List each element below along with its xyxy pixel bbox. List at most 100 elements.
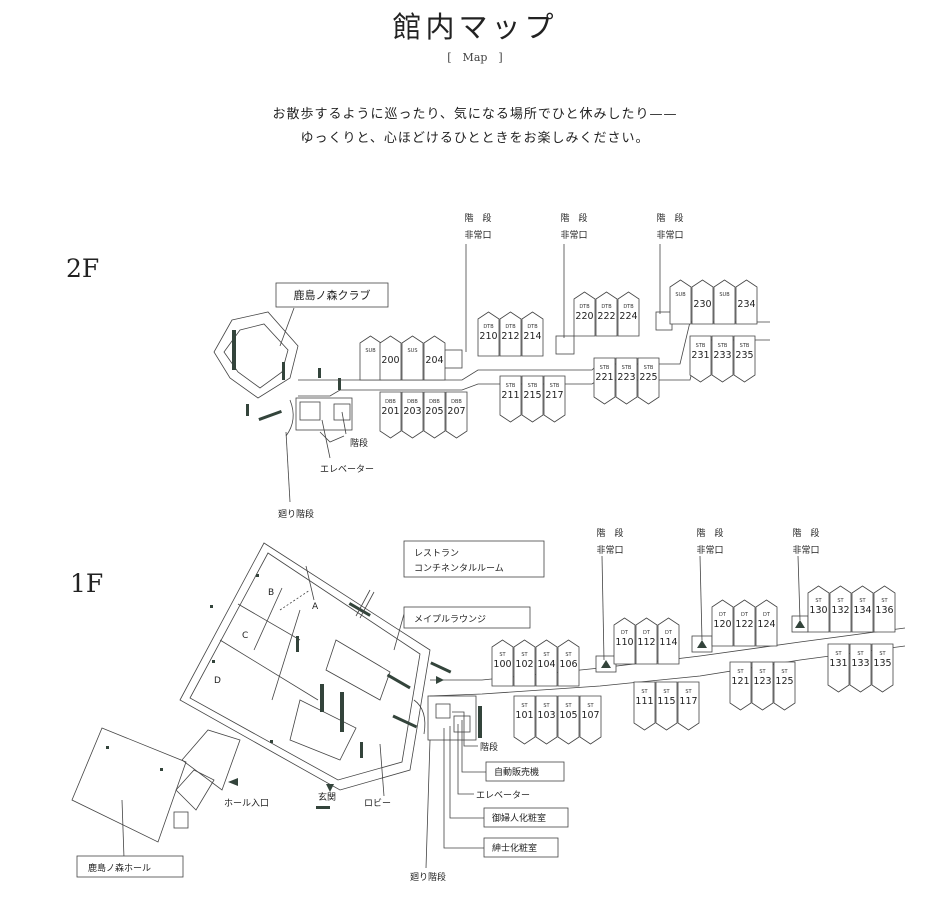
- room-type-label: STB: [622, 365, 632, 371]
- room-number: 107: [581, 710, 599, 721]
- room-type-label: STB: [718, 343, 728, 349]
- 2f-room-200[interactable]: 200: [379, 335, 402, 381]
- room-type-label: ST: [837, 598, 844, 604]
- 2f-exit-1-bottom: 非常口: [464, 229, 491, 241]
- 2f-room-sub[interactable]: SUB: [669, 279, 692, 325]
- room-number: 215: [523, 390, 541, 401]
- room-number: 205: [425, 406, 443, 417]
- room-number: 132: [831, 605, 849, 616]
- room-type-label: SUB: [675, 292, 686, 298]
- room-number: 117: [679, 696, 697, 707]
- room-number: 134: [853, 605, 871, 616]
- room-number: 110: [615, 637, 633, 648]
- room-type-label: STB: [550, 383, 560, 389]
- room-type-label: ST: [781, 669, 788, 675]
- room-number: 222: [597, 311, 615, 322]
- room-type-label: DT: [621, 630, 629, 636]
- room-number: 120: [713, 619, 731, 630]
- 1f-spiral-stairs-label: 廻り階段: [410, 871, 446, 883]
- men-restroom-label: 紳士化粧室: [492, 842, 537, 854]
- room-type-label: STB: [740, 343, 750, 349]
- room-type-label: DTB: [601, 304, 612, 310]
- room-type-label: DTB: [579, 304, 590, 310]
- room-number: 220: [575, 311, 593, 322]
- room-type-label: ST: [857, 651, 864, 657]
- room-type-label: DBB: [407, 399, 418, 405]
- 2f-room-sub[interactable]: SUB: [713, 279, 736, 325]
- room-number: 201: [381, 406, 399, 417]
- lounge-label-box: [403, 606, 531, 629]
- 2f-room-204[interactable]: 204: [423, 335, 446, 381]
- room-number: 234: [737, 299, 755, 310]
- room-type-label: DTB: [623, 304, 634, 310]
- room-type-label: SUS: [407, 348, 417, 354]
- hall-label-box: [76, 855, 184, 878]
- floor-label-1f: 1F: [70, 569, 104, 598]
- room-type-label: STB: [528, 383, 538, 389]
- 2f-room-sus[interactable]: SUS: [401, 335, 424, 381]
- floor-2f-rooms: SUB200SUS204DTB210DTB212DTB214DTB220DTB2…: [359, 279, 758, 439]
- hall-label: 鹿島ノ森ホール: [88, 862, 151, 874]
- section-a: A: [312, 602, 319, 612]
- 2f-room-sub[interactable]: SUB: [359, 335, 382, 381]
- 2f-room-234[interactable]: 234: [735, 279, 758, 325]
- room-number: 210: [479, 331, 497, 342]
- room-type-label: ST: [543, 703, 550, 709]
- room-number: 212: [501, 331, 519, 342]
- restaurant-label-box: [403, 540, 545, 578]
- 2f-room-230[interactable]: 230: [691, 279, 714, 325]
- room-type-label: DBB: [429, 399, 440, 405]
- 1f-stairs-label: 階段: [480, 741, 498, 753]
- room-type-label: ST: [879, 651, 886, 657]
- room-type-label: ST: [521, 703, 528, 709]
- room-type-label: ST: [881, 598, 888, 604]
- vending-label-box: [485, 761, 565, 782]
